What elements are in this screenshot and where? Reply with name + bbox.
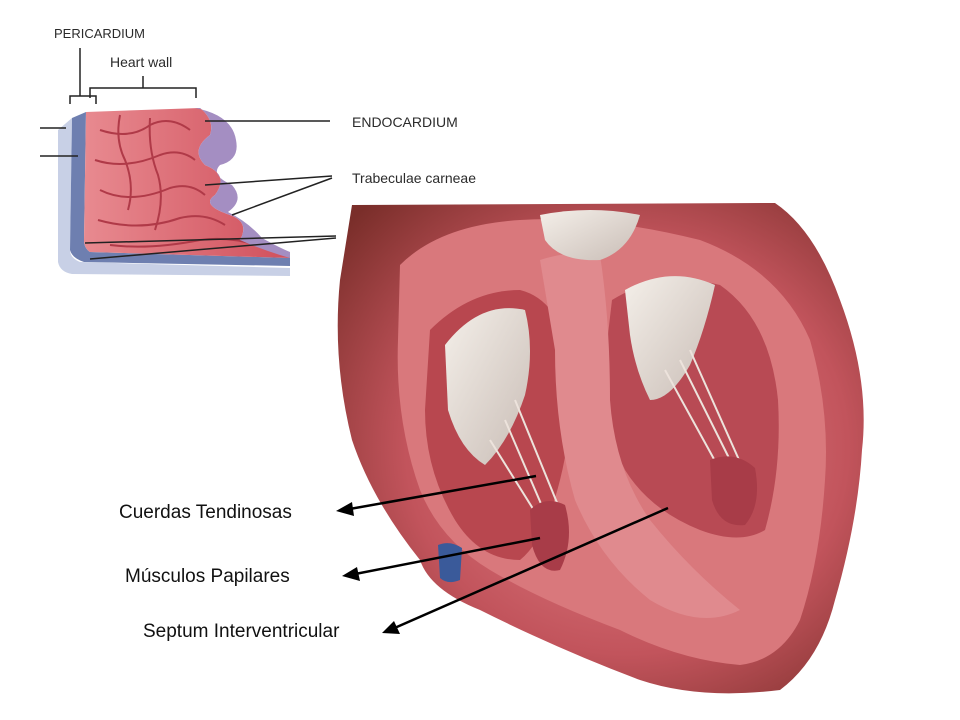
myocardium [84,108,290,258]
papillary-muscle-right [530,501,569,571]
coronary-vessel [438,543,462,583]
heart-wall-label: Heart wall [110,54,173,70]
endocardium-layer [195,108,290,258]
pericardium-label: PERICARDIUM [54,26,146,41]
aortic-root [540,210,640,261]
mitral-valve-leaflet [625,276,715,400]
chordae-tendineae-label: Cuerdas Tendinosas [119,502,292,523]
arrow-heads [336,502,400,634]
papillary-muscle-left [710,456,758,526]
papillary-muscles-label: Músculos Papilares [125,566,290,587]
pointer-arrows [343,474,669,632]
interventricular-septum-label: Septum Interventricular [143,621,340,642]
chordae-tendineae [489,349,749,521]
tricuspid-valve-leaflet [445,308,530,465]
trabeculae-carneae-label: Trabeculae carneae [352,170,477,186]
endocardium-label: ENDOCARDIUM [352,114,458,130]
interventricular-septum [540,253,740,619]
